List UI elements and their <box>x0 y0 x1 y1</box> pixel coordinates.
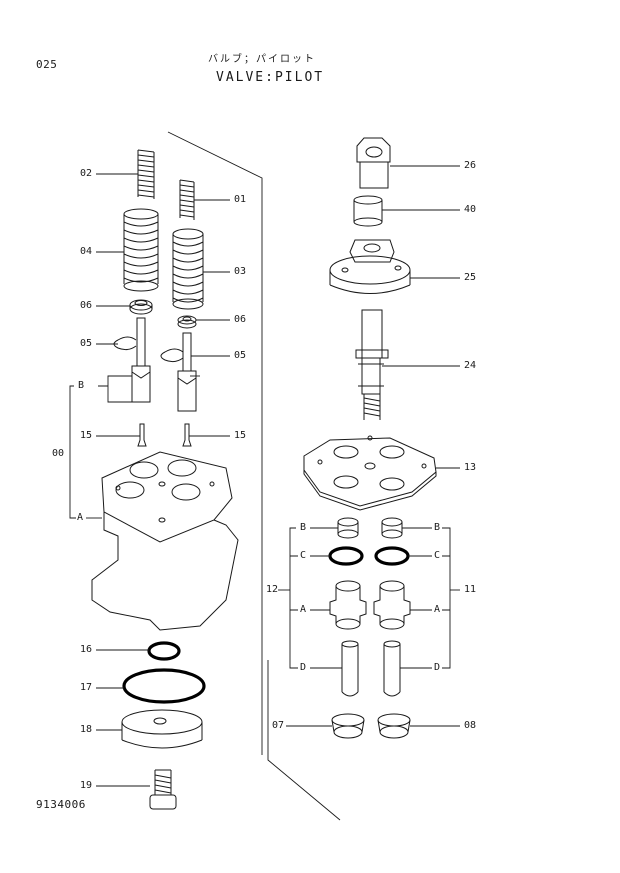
callout-08: 08 <box>464 720 477 731</box>
callout-17: 17 <box>80 682 93 693</box>
callout-11: 11 <box>464 584 477 595</box>
plate-18 <box>121 709 203 749</box>
bolt-19 <box>149 769 177 810</box>
pin-15-left <box>137 423 147 447</box>
o-ring-17 <box>122 668 206 704</box>
sub-label-c-r2: C <box>434 550 441 561</box>
callout-15-right: 15 <box>234 430 247 441</box>
callout-40: 40 <box>464 204 477 215</box>
valve-casing <box>91 451 239 631</box>
o-ring-16 <box>147 641 181 661</box>
callout-06-right: 06 <box>234 314 247 325</box>
callout-13: 13 <box>464 462 477 473</box>
cap-08 <box>377 713 411 739</box>
right-leader-lines <box>278 165 460 727</box>
callout-24: 24 <box>464 360 477 371</box>
o-ring-c-left <box>328 546 364 566</box>
callout-01: 01 <box>234 194 247 205</box>
drawing-number: 9134006 <box>36 798 86 811</box>
sub-label-d-r2: D <box>434 662 441 673</box>
callout-05-right: 05 <box>234 350 247 361</box>
page-title: VALVE:PILOT <box>216 70 325 85</box>
pusher-05-right <box>160 332 197 412</box>
callout-07: 07 <box>272 720 285 731</box>
plate-13 <box>303 435 437 511</box>
seat-b-right <box>381 517 403 539</box>
sub-label-a-r2: A <box>434 604 441 615</box>
callout-25: 25 <box>464 272 477 283</box>
sub-label-a-left: A <box>77 512 84 523</box>
sleeve-a-right <box>373 580 411 630</box>
o-ring-c-right <box>374 546 410 566</box>
cap-07 <box>331 713 365 739</box>
sub-label-d-r1: D <box>300 662 307 673</box>
sub-label-b-r2: B <box>434 522 441 533</box>
callout-02: 02 <box>80 168 93 179</box>
cap-nut-26 <box>356 137 391 189</box>
callout-12: 12 <box>266 584 279 595</box>
pusher-05-left <box>113 317 151 403</box>
callout-16: 16 <box>80 644 93 655</box>
spring-02 <box>137 149 155 199</box>
title-japanese: バルブ；パイロット <box>208 54 316 65</box>
pin-15-right <box>182 423 192 447</box>
callout-00: 00 <box>52 448 65 459</box>
callout-05-left: 05 <box>80 338 93 349</box>
spool-d-right <box>383 640 401 697</box>
callout-26: 26 <box>464 160 477 171</box>
sub-label-a-r1: A <box>300 604 307 615</box>
spool-d-left <box>341 640 359 697</box>
bushing-40 <box>353 195 383 227</box>
callout-18: 18 <box>80 724 93 735</box>
flange-25 <box>329 239 411 294</box>
spring-01 <box>179 179 195 220</box>
callout-06-left: 06 <box>80 300 93 311</box>
spring-04 <box>123 208 159 292</box>
right-frame <box>267 660 341 821</box>
sub-label-c-r1: C <box>300 550 307 561</box>
sleeve-a-left <box>329 580 367 630</box>
callout-19: 19 <box>80 780 93 791</box>
washer-06-left <box>129 299 153 315</box>
seat-b-left <box>337 517 359 539</box>
washer-06-right <box>177 315 197 329</box>
spring-03 <box>172 228 204 310</box>
shaft-24 <box>355 309 389 420</box>
divider-frame <box>167 131 263 755</box>
callout-15-left: 15 <box>80 430 93 441</box>
callout-03: 03 <box>234 266 247 277</box>
sub-label-b-r1: B <box>300 522 307 533</box>
left-leader-lines <box>69 173 230 787</box>
callout-04: 04 <box>80 246 93 257</box>
page-code: 025 <box>36 58 58 71</box>
sub-label-b-left: B <box>78 380 85 391</box>
